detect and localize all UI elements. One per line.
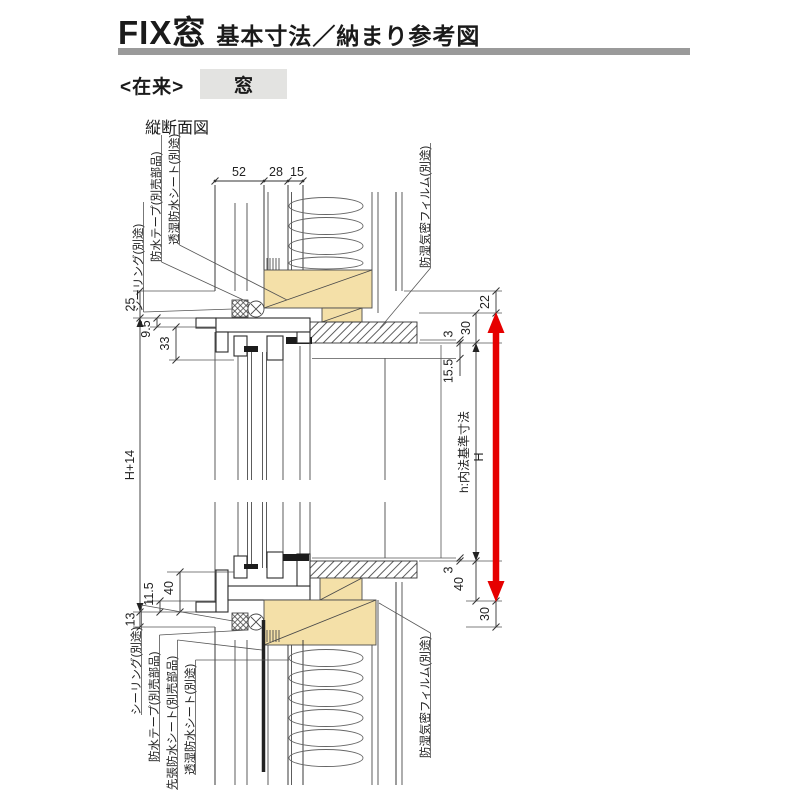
title-subtitle: 基本寸法／納まり参考図: [216, 23, 481, 49]
label-breathable-sheet-top: 透湿防水シート(別途): [167, 134, 181, 245]
dim-right-30-top: 30: [459, 321, 473, 335]
wall-section-top: [214, 185, 418, 344]
dimension-chain-right: 22 30 3 15.5 h:内法基準寸法 H 3 40 30: [312, 287, 502, 631]
dim-right-3-top: 3: [442, 330, 456, 337]
insulation-batt-top: [288, 197, 364, 270]
label-vapor-barrier-film-bottom: 防湿気密フィルム(別途): [418, 636, 432, 758]
title-underline-bar: [118, 48, 690, 55]
label-sealing-bottom: シーリング(別途): [129, 627, 143, 715]
annotations-top: シーリング(別途) 防水テープ(別売部品) 透湿防水シート(別途) 防湿気密フィ…: [131, 130, 432, 329]
dim-right-H: H: [472, 452, 486, 461]
waterproof-tape-ticks-top: [266, 258, 280, 270]
dim-right-22: 22: [478, 295, 492, 309]
dim-left-h-plus-14: H+14: [123, 450, 137, 480]
dim-left-40: 40: [162, 581, 176, 595]
backer-rod-top: [247, 300, 265, 318]
dimension-chain-top: 52 28 15: [211, 165, 307, 185]
label-pre-applied-sheet-bottom: 先張防水シート(別売部品): [165, 656, 179, 790]
title-product: FIX窓: [118, 14, 207, 51]
interior-trim-board-bottom: [309, 560, 418, 579]
backer-rod-bottom: [247, 613, 265, 631]
dim-left-33: 33: [158, 337, 172, 351]
drawing-type-label: 縦断面図: [145, 120, 210, 137]
red-height-arrow: [487, 312, 505, 602]
dim-left-9-5: 9.5: [139, 320, 153, 337]
label-breathable-sheet-bottom: 透湿防水シート(別途): [183, 664, 197, 775]
waterproof-tape-ticks-bottom: [266, 630, 280, 642]
wall-section-bottom: [214, 560, 418, 785]
window-head-frame: [195, 299, 311, 361]
glazing-setting-block-bottom: [244, 564, 258, 569]
annotations-bottom: シーリング(別途) 防水テープ(別売部品) 先張防水シート(別売部品) 透湿防水…: [129, 602, 432, 790]
page-title: FIX窓基本寸法／納まり参考図: [118, 6, 480, 54]
window-sill-frame: [195, 551, 311, 631]
label-sealing-top: シーリング(別途): [131, 224, 145, 312]
dim-left-13: 13: [124, 613, 138, 627]
dim-right-3-bottom: 3: [442, 566, 456, 573]
window-type-chip: 窓: [200, 69, 287, 99]
label-vapor-barrier-film-top: 防湿気密フィルム(別途): [418, 146, 432, 268]
label-waterproof-tape-bottom: 防水テープ(別売部品): [147, 651, 161, 762]
dim-left-11-5: 11.5: [142, 582, 156, 605]
dim-right-30-bottom: 30: [478, 607, 492, 621]
glazing-setting-block-top: [244, 346, 258, 352]
label-waterproof-tape-top: 防水テープ(別売部品): [149, 151, 163, 262]
dim-top-52: 52: [232, 165, 246, 179]
construction-method-label: <在来>: [120, 77, 185, 98]
sealant-bottom: [231, 612, 249, 631]
dim-right-15-5: 15.5: [442, 359, 456, 383]
dim-top-15: 15: [290, 165, 304, 179]
interior-stop-bead-bottom: [283, 554, 309, 561]
dim-left-25: 25: [124, 298, 138, 312]
insulation-batt-bottom: [288, 649, 364, 767]
dim-right-h-inner-standard: h:内法基準寸法: [456, 411, 471, 493]
dimension-chain-left: 25 9.5 33 H+14 11.5 40 13: [123, 287, 234, 631]
sealant-top: [231, 299, 249, 318]
glazing-and-jamb-lines: [214, 332, 442, 602]
dim-right-40-bottom: 40: [452, 577, 466, 591]
interior-trim-board-top: [309, 321, 418, 344]
dim-top-28: 28: [269, 165, 283, 179]
